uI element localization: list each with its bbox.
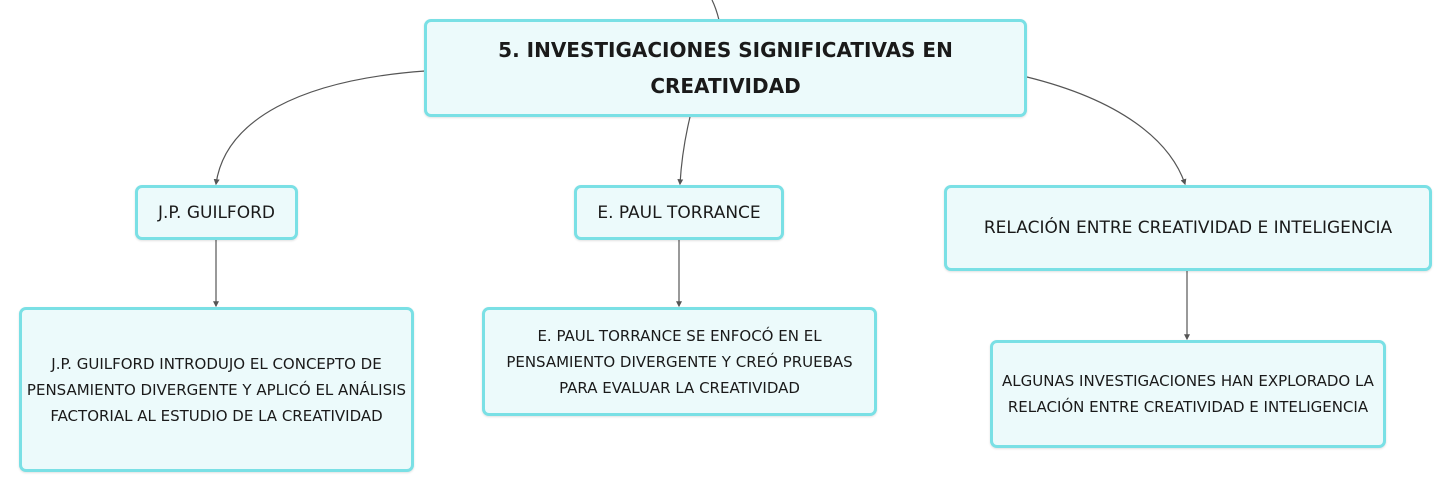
detail-text-torrance: E. PAUL TORRANCE SE ENFOCÓ EN EL PENSAMI… bbox=[506, 326, 853, 397]
connector-root-to-torrance bbox=[677, 116, 691, 186]
detail-text-guilford: J.P. GUILFORD INTRODUJO EL CONCEPTO DE P… bbox=[26, 354, 407, 425]
detail-node-torrance[interactable]: E. PAUL TORRANCE SE ENFOCÓ EN EL PENSAMI… bbox=[482, 307, 877, 416]
detail-text-relacion: ALGUNAS INVESTIGACIONES HAN EXPLORADO LA… bbox=[1002, 372, 1374, 416]
detail-node-relacion[interactable]: ALGUNAS INVESTIGACIONES HAN EXPLORADO LA… bbox=[990, 340, 1386, 448]
detail-node-guilford[interactable]: J.P. GUILFORD INTRODUJO EL CONCEPTO DE P… bbox=[19, 307, 414, 472]
topic-node-relacion[interactable]: RELACIÓN ENTRE CREATIVIDAD E INTELIGENCI… bbox=[944, 185, 1432, 271]
root-topic-label: 5. INVESTIGACIONES SIGNIFICATIVAS EN CRE… bbox=[498, 38, 953, 98]
topic-label-torrance: E. PAUL TORRANCE bbox=[597, 202, 761, 223]
connector-root-to-relacion bbox=[1026, 76, 1187, 186]
topic-label-guilford: J.P. GUILFORD bbox=[158, 202, 275, 223]
connector-root-to-guilford bbox=[213, 70, 426, 186]
topic-label-relacion: RELACIÓN ENTRE CREATIVIDAD E INTELIGENCI… bbox=[983, 218, 1393, 238]
connector-parent-to-root bbox=[711, 0, 720, 21]
root-topic-node[interactable]: 5. INVESTIGACIONES SIGNIFICATIVAS EN CRE… bbox=[424, 19, 1027, 117]
topic-node-torrance[interactable]: E. PAUL TORRANCE bbox=[574, 185, 784, 240]
topic-node-guilford[interactable]: J.P. GUILFORD bbox=[135, 185, 298, 240]
